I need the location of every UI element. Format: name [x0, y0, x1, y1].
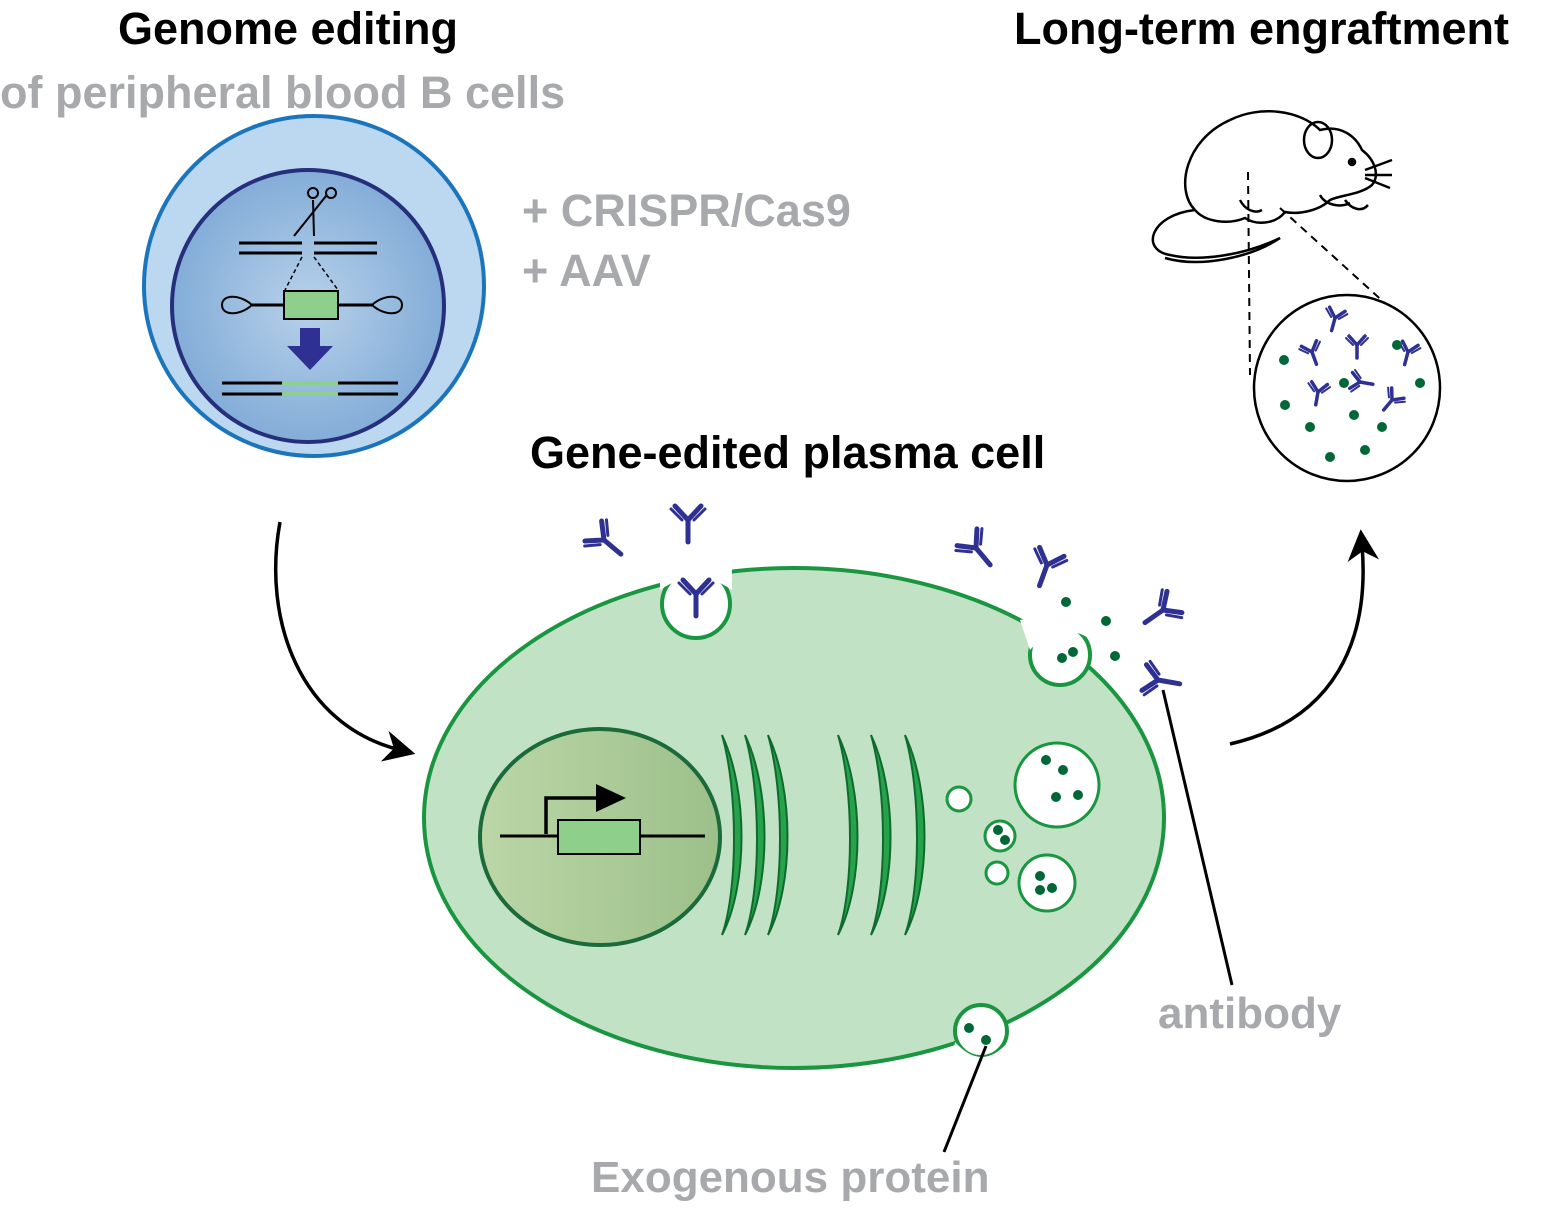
- antibody-pointer: [1161, 689, 1234, 986]
- aav-label: + AAV: [522, 245, 651, 296]
- blood-sample: [1252, 293, 1442, 483]
- aav-donor: [220, 290, 404, 320]
- arrow-to-mouse: [1229, 529, 1380, 746]
- exogenous-protein-label: Exogenous protein: [591, 1153, 990, 1202]
- endoplasmic-reticulum: [721, 734, 789, 936]
- golgi-apparatus: [837, 734, 926, 936]
- exogenous-protein-dots: [964, 597, 1120, 1045]
- vesicles: [945, 741, 1101, 913]
- blood-protein-dots: [1279, 340, 1425, 462]
- engraftment-title: Long-term engraftment: [1014, 3, 1509, 54]
- crispr-label: + CRISPR/Cas9: [522, 185, 851, 236]
- promoter-arrowhead: [596, 784, 626, 812]
- homology-guides: [284, 256, 339, 291]
- genome-editing-subtitle: of peripheral blood B cells: [0, 67, 566, 118]
- cut-dna: [239, 241, 377, 255]
- antibody-label: antibody: [1158, 989, 1342, 1038]
- genome-editing-title: Genome editing: [118, 3, 459, 54]
- down-arrow-icon: [287, 328, 333, 370]
- b-cell: [142, 114, 486, 458]
- promoter-arrow-icon: [544, 796, 600, 834]
- plasma-nucleus: [478, 727, 722, 947]
- scissors-icon: [293, 187, 337, 237]
- mouse-icon: [1151, 110, 1393, 264]
- protein-pointer: [942, 1045, 988, 1153]
- edited-dna: [222, 381, 398, 396]
- arrow-to-plasma-cell: [273, 521, 416, 762]
- plasma-cell-title: Gene-edited plasma cell: [530, 427, 1046, 478]
